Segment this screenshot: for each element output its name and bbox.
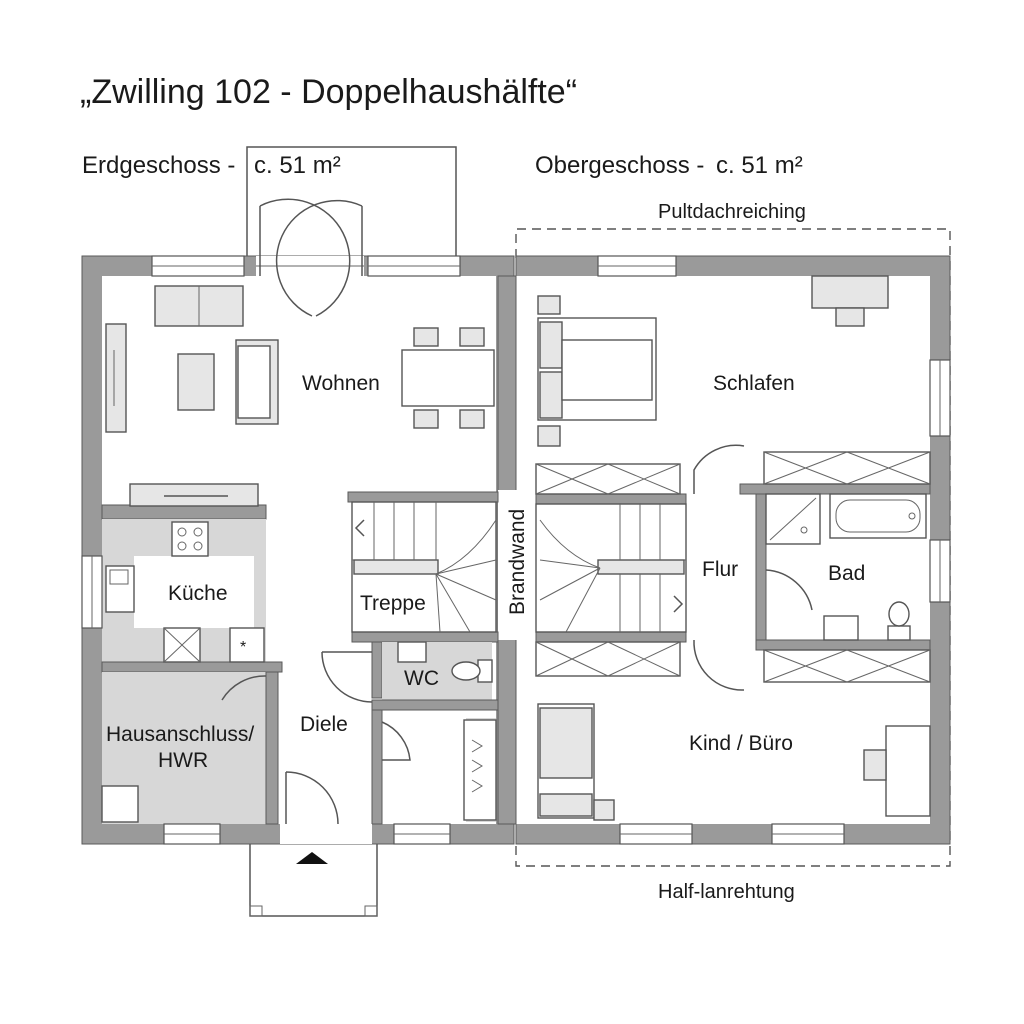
chair [413,327,439,347]
entrance-arrow-icon [296,852,328,864]
room-label-kind: Kind / Büro [689,732,793,755]
wall-schlafen-treppe [535,493,687,505]
fridge [229,627,265,663]
chair [413,409,439,429]
wall-wc-left [371,641,383,699]
entrance-door-opening [280,824,372,844]
plan-title: „Zwilling 102 - Doppelhaushälfte“ [80,73,577,111]
chair [835,307,865,327]
ground-floor-label: Erdgeschoss - [82,152,235,179]
chair [459,409,485,429]
toilet-tank [887,625,911,641]
wall-kueche-hwr [101,661,283,673]
wall-treppe-kind [535,631,687,643]
upper-floor-label: Obergeschoss - [535,152,704,179]
wall-storage-left [371,709,383,825]
wall-bad-left [755,493,767,645]
flur-door [693,444,745,691]
canopy-post [364,905,378,917]
wall-schlafen-bad [739,483,931,495]
sideboard [105,323,127,433]
room-label-kueche: Küche [168,582,228,605]
hwr-cabinet [101,785,139,823]
wardrobe-bad-bottom [763,649,931,683]
chair [459,327,485,347]
diele-door [321,651,411,761]
terrace-outline [246,146,457,258]
toilet-bowl [888,601,910,627]
room-label-flur: Flur [702,558,738,581]
room-label-wc: WC [404,667,439,690]
room-label-hwr-2: HWR [158,749,208,772]
entrance-door [285,771,339,825]
wardrobe-unit [463,719,497,821]
wardrobe-schlafen [535,463,681,495]
staircase-upper [535,503,687,633]
upper-floor-area: c. 51 m² [716,152,803,179]
staircase-ground [351,501,497,633]
bath-sink [823,615,859,641]
room-label-bad: Bad [828,562,865,585]
hwr-door [221,675,267,701]
room-label-diele: Diele [300,713,348,736]
stove [171,521,209,557]
hanger-icon [471,739,483,793]
wall-wc-bottom [371,699,499,711]
wall-wohnen-kueche [101,504,267,520]
half-label: Half-lanrehtung [658,881,795,903]
canopy-post [249,905,263,917]
dining-table [401,349,495,407]
room-label-hwr-1: Hausanschluss/ [106,723,254,746]
bad-door [765,569,813,611]
wall-hwr-diele [265,671,279,825]
wall-treppe-wc [351,631,499,643]
desk-kind [885,725,931,817]
wall-wohnen-treppe [347,491,499,503]
ground-floor-area: c. 51 m² [254,152,341,179]
fridge-snowflake-icon: * [240,639,246,656]
brandwand-label: Brandwand [506,509,529,615]
bathtub [829,493,927,539]
double-bed [537,295,657,447]
wardrobe-schlafen-right [763,451,931,485]
coffee-table [177,353,215,411]
wc-sink [397,641,427,663]
chair [863,749,887,781]
room-label-schlafen: Schlafen [713,372,795,395]
kueche-open-area [134,556,254,628]
desk-schlafen [811,275,889,309]
room-label-treppe: Treppe [360,592,426,615]
terrace-double-door [259,198,363,317]
toilet-bowl [451,661,481,681]
room-label-wohnen: Wohnen [302,372,380,395]
radiator-bench [129,483,259,507]
wardrobe-kind [535,641,681,677]
wall-bad-bottom [755,639,931,651]
sink [105,565,135,613]
brandwand-opening [498,490,536,640]
entrance-canopy [249,842,378,917]
single-bed [537,703,615,821]
pultdach-label: Pultdachreiching [658,201,806,223]
